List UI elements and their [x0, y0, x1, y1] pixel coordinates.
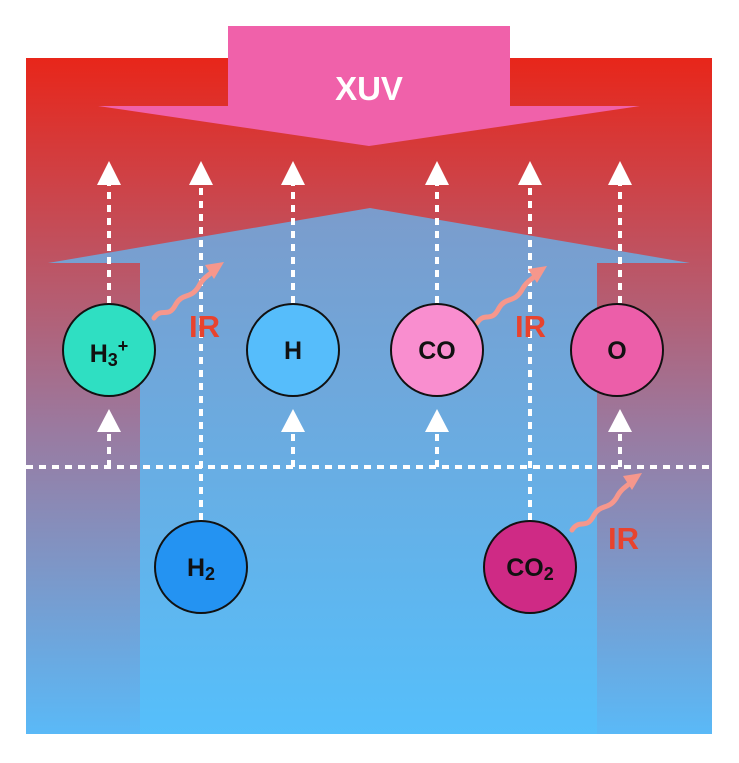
escape-arrowhead-h3p: [97, 161, 121, 185]
rise-arrowhead-h3p: [97, 409, 121, 432]
escape-arrowhead-h: [281, 161, 305, 185]
molecule-co-label: CO: [418, 337, 456, 365]
rise-arrowhead-o: [608, 409, 632, 432]
molecule-h3-plus-sup: +: [118, 336, 129, 356]
molecule-h: H: [246, 303, 340, 397]
molecule-h-label: H: [284, 337, 302, 365]
escape-arrowhead-h2: [189, 161, 213, 185]
molecule-h2: H2: [154, 520, 248, 614]
molecule-h2-circle: [154, 520, 248, 614]
molecule-co2: CO2: [483, 520, 577, 614]
ir-label-h3p: IR: [189, 309, 220, 344]
molecule-h-circle: [246, 303, 340, 397]
molecule-h2-base: H: [187, 554, 205, 582]
ir-label-co2: IR: [608, 521, 639, 556]
xuv-arrow: [98, 26, 640, 146]
lower-atmosphere-region: [48, 208, 690, 734]
ir-arrow-co: [474, 266, 547, 326]
escape-arrowhead-co: [425, 161, 449, 185]
molecule-co: CO: [390, 303, 484, 397]
molecule-o-circle: [570, 303, 664, 397]
molecule-h3-plus: H3+: [62, 303, 156, 397]
ir-label-co: IR: [515, 309, 546, 344]
molecule-o-label: O: [607, 337, 626, 365]
molecule-h3-plus-base: H: [90, 340, 108, 368]
molecule-o: O: [570, 303, 664, 397]
molecule-co2-base: CO: [506, 554, 544, 582]
rise-arrowhead-co: [425, 409, 449, 432]
svg-text:H2: H2: [187, 554, 215, 584]
molecule-h2-sub: 2: [205, 564, 215, 584]
xuv-label: XUV: [335, 70, 403, 107]
molecule-co-circle: [390, 303, 484, 397]
molecule-h3-plus-circle: [62, 303, 156, 397]
escape-arrowhead-o: [608, 161, 632, 185]
molecule-co2-sub: 2: [544, 564, 554, 584]
ir-arrow-h3p: [151, 262, 224, 321]
molecule-h3-plus-sub: 3: [108, 350, 118, 370]
ir-arrow-co2: [569, 473, 642, 533]
molecule-co2-circle: [483, 520, 577, 614]
svg-text:H3+: H3+: [90, 336, 129, 370]
rise-arrowhead-h: [281, 409, 305, 432]
svg-text:CO2: CO2: [506, 554, 554, 584]
escape-arrowhead-co2: [518, 161, 542, 185]
